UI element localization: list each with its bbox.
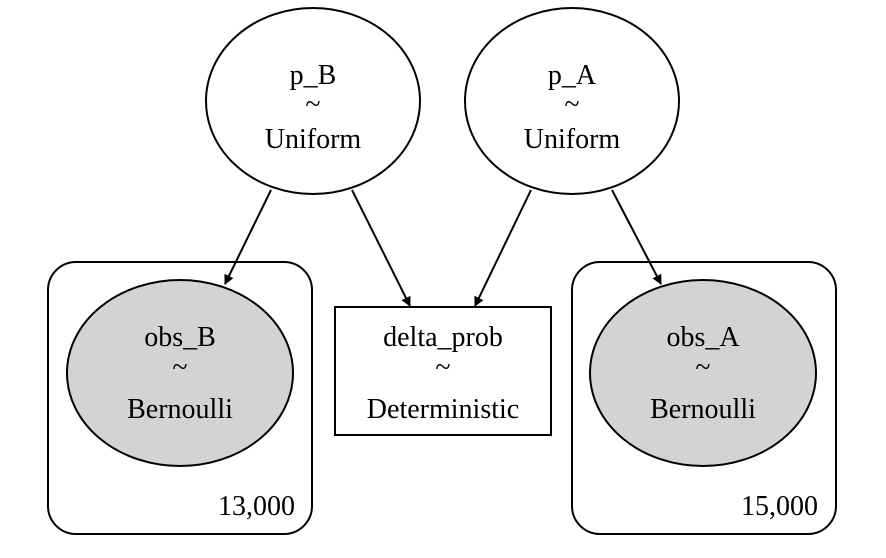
node-obs-b-dist: Bernoulli xyxy=(127,394,233,425)
node-obs-b-name: obs_B xyxy=(144,322,216,353)
plate-obs-b-label: 13,000 xyxy=(218,491,295,522)
node-obs-b-sep: ~ xyxy=(172,352,187,383)
plate-obs-a-label: 15,000 xyxy=(741,491,818,522)
node-p-a-sep: ~ xyxy=(564,89,579,120)
node-obs-a-sep: ~ xyxy=(695,352,710,383)
node-p-a: p_A ~ Uniform xyxy=(464,7,680,195)
node-obs-a-name: obs_A xyxy=(666,322,740,353)
node-p-b-dist: Uniform xyxy=(265,124,362,155)
node-p-a-dist: Uniform xyxy=(524,124,621,155)
node-p-b: p_B ~ Uniform xyxy=(205,7,421,195)
plate-obs-a: 15,000 xyxy=(571,261,837,535)
node-delta-prob: delta_prob ~ Deterministic xyxy=(334,306,552,436)
node-delta-prob-name: delta_prob xyxy=(383,322,503,353)
edge-p-a-to-delta-prob xyxy=(474,189,532,307)
node-obs-b: obs_B ~ Bernoulli xyxy=(66,279,294,467)
edge-p-b-to-obs-b xyxy=(224,189,272,285)
node-obs-a-dist: Bernoulli xyxy=(650,394,756,425)
node-obs-a: obs_A ~ Bernoulli xyxy=(589,279,817,467)
node-p-b-sep: ~ xyxy=(305,89,320,120)
plate-obs-b: 13,000 xyxy=(47,261,313,535)
node-p-a-name: p_A xyxy=(548,60,597,91)
node-p-b-name: p_B xyxy=(290,60,337,91)
edge-p-a-to-obs-a xyxy=(611,189,662,285)
edges xyxy=(224,189,662,307)
node-delta-prob-dist: Deterministic xyxy=(367,394,519,425)
node-delta-prob-sep: ~ xyxy=(435,352,450,383)
edge-p-b-to-delta-prob xyxy=(351,189,411,307)
